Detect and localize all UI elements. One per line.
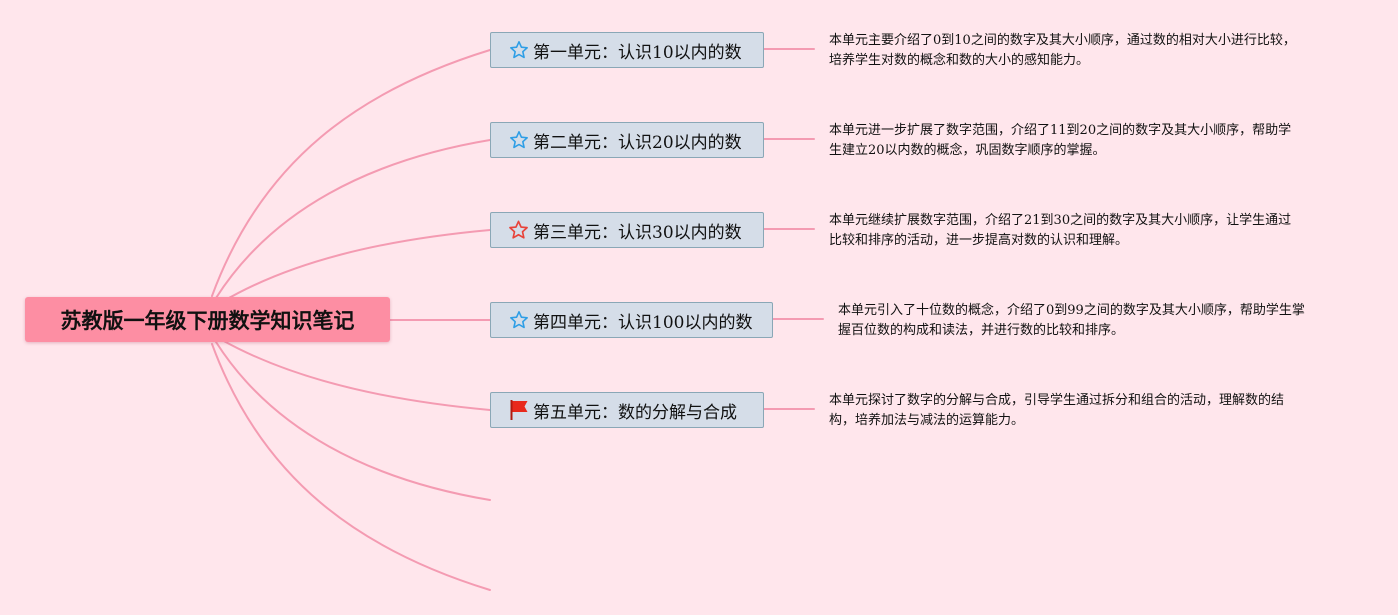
- star-outline-blue-icon: [508, 130, 529, 151]
- red-flag-icon: [508, 400, 529, 421]
- branch-to-unit-1: [211, 49, 491, 297]
- branch-empty-6: [215, 341, 491, 501]
- star-outline-red-icon: [508, 220, 529, 241]
- star-outline-blue-icon: [508, 310, 529, 331]
- branch-empty-7: [211, 343, 491, 591]
- unit-description-5: 本单元探讨了数字的分解与合成，引导学生通过拆分和组合的活动，理解数的结 构，培养…: [829, 393, 1285, 428]
- branch-to-unit-2: [215, 139, 491, 299]
- star-outline-blue-icon: [508, 40, 529, 61]
- unit-node-2[interactable]: 第二单元：认识20以内的数: [490, 122, 764, 158]
- unit-description-2: 本单元进一步扩展了数字范围，介绍了11到20之间的数字及其大小顺序，帮助学 生建…: [829, 123, 1292, 158]
- unit-node-3[interactable]: 第三单元：认识30以内的数: [490, 212, 764, 248]
- unit-title-1: 第一单元：认识10以内的数: [533, 42, 742, 63]
- unit-description-4: 本单元引入了十位数的概念，介绍了0到99之间的数字及其大小顺序，帮助学生掌 握百…: [838, 303, 1305, 338]
- unit-node-1[interactable]: 第一单元：认识10以内的数: [490, 32, 764, 68]
- unit-node-5[interactable]: 第五单元：数的分解与合成: [490, 392, 764, 428]
- unit-node-4[interactable]: 第四单元：认识100以内的数: [490, 302, 773, 338]
- branch-to-unit-3: [221, 229, 491, 303]
- root-title: 苏教版一年级下册数学知识笔记: [60, 308, 355, 333]
- root-topic[interactable]: 苏教版一年级下册数学知识笔记: [25, 297, 390, 342]
- unit-title-2: 第二单元：认识20以内的数: [533, 132, 742, 153]
- unit-description-1: 本单元主要介绍了0到10之间的数字及其大小顺序，通过数的相对大小进行比较， 培养…: [829, 33, 1296, 68]
- unit-title-4: 第四单元：认识100以内的数: [533, 312, 753, 333]
- unit-title-5: 第五单元：数的分解与合成: [533, 402, 737, 423]
- unit-title-3: 第三单元：认识30以内的数: [533, 222, 742, 243]
- branch-to-unit-5: [221, 339, 491, 411]
- unit-description-3: 本单元继续扩展数字范围，介绍了21到30之间的数字及其大小顺序，让学生通过 比较…: [829, 213, 1292, 248]
